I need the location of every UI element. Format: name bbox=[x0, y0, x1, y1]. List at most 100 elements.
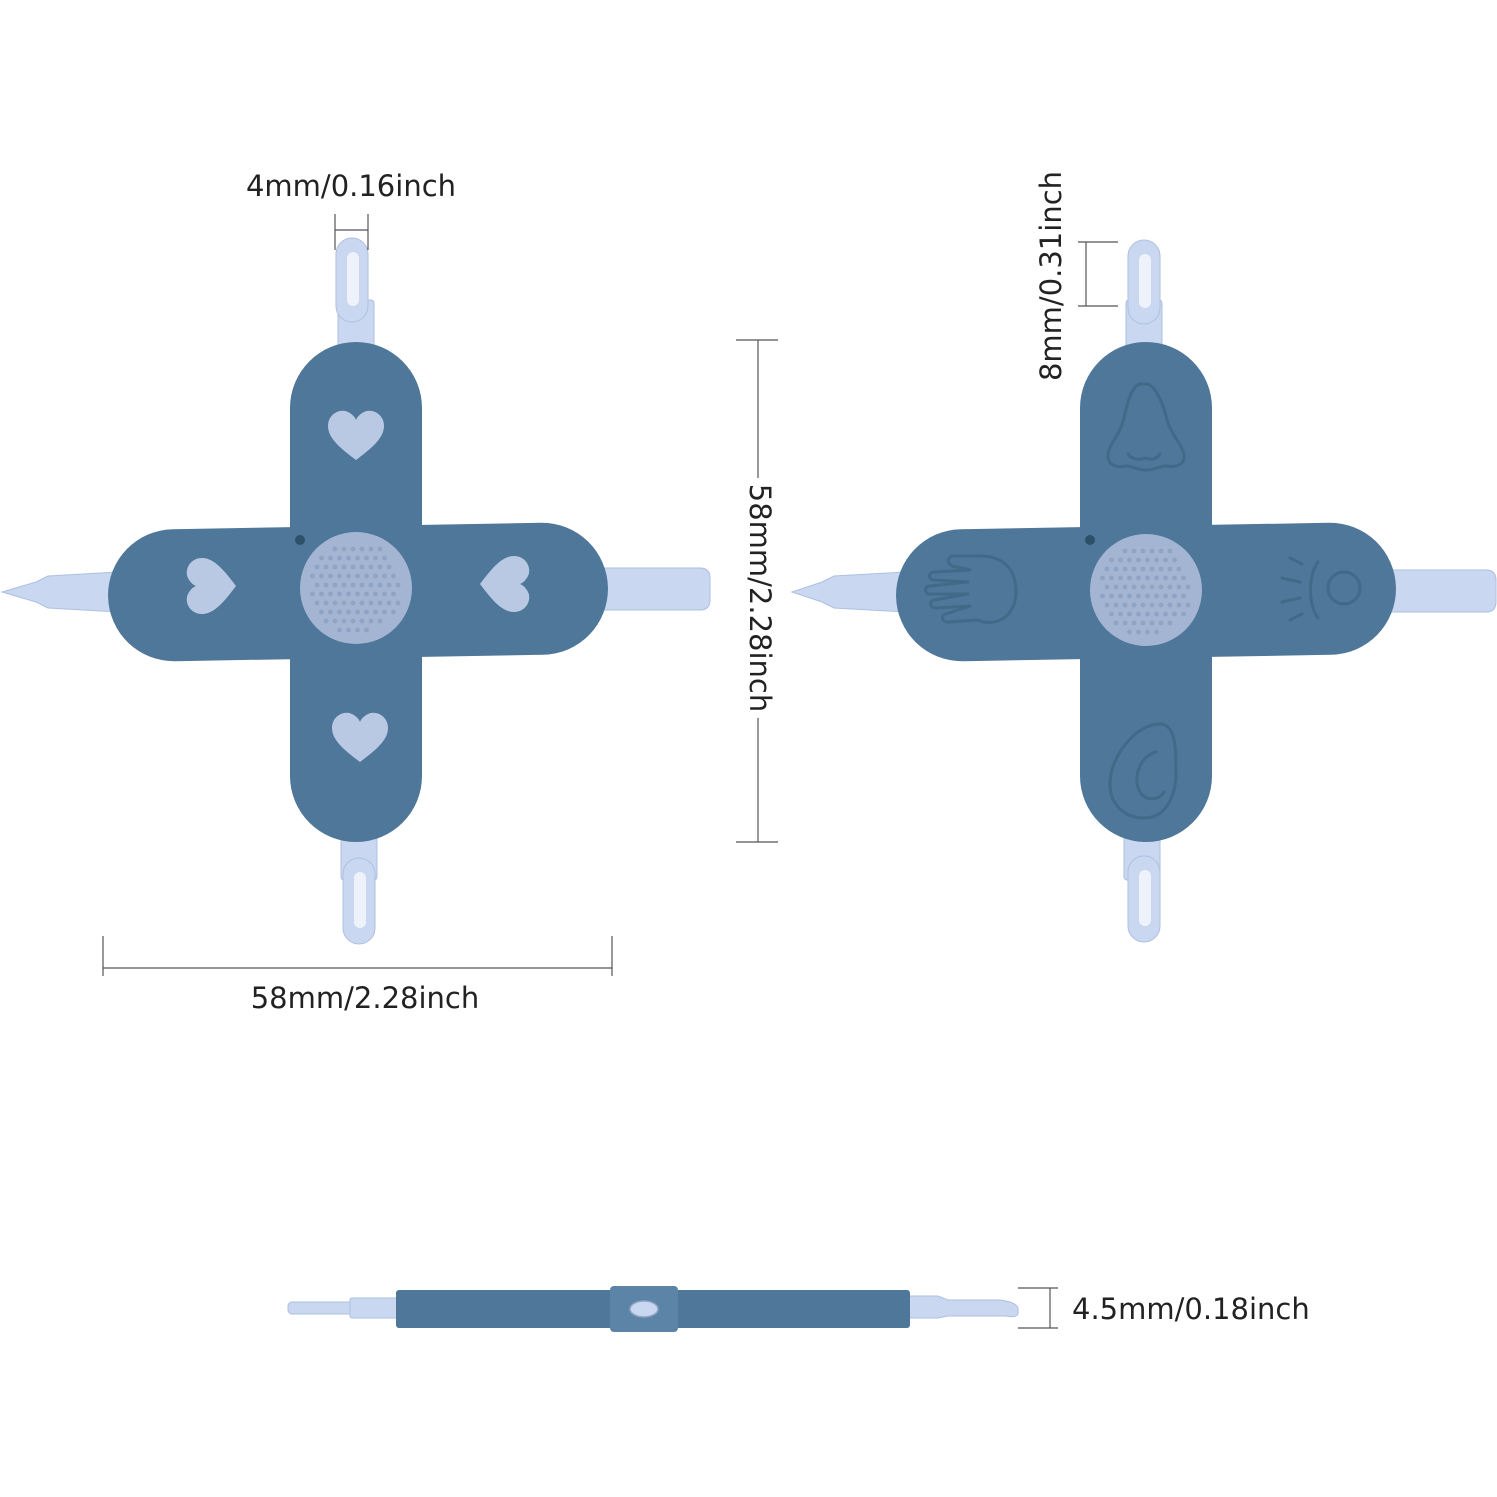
pad-bristle bbox=[323, 618, 329, 624]
pad-bristle bbox=[1145, 575, 1150, 581]
pad-bristle bbox=[373, 609, 378, 615]
indicator-dot bbox=[1085, 535, 1095, 545]
ear-icon bbox=[1108, 722, 1178, 820]
width-dimension: 58mm/2.28inch bbox=[102, 936, 613, 1015]
center-silicone-pad bbox=[1090, 534, 1202, 646]
pad-bristle bbox=[391, 591, 396, 597]
pad-bristle bbox=[377, 546, 383, 552]
pad-bristle bbox=[1172, 611, 1177, 617]
nose-icon bbox=[1106, 382, 1186, 472]
pad-bristle bbox=[1185, 602, 1191, 608]
pad-bristle bbox=[328, 609, 333, 615]
pad-bristle bbox=[373, 555, 378, 561]
pad-bristle bbox=[1127, 575, 1132, 581]
pad-bristle bbox=[1122, 602, 1128, 608]
pad-bristle bbox=[395, 600, 401, 606]
pad-bristle bbox=[368, 600, 374, 606]
pad-bristle bbox=[355, 591, 360, 597]
top-loop-tip bbox=[1125, 239, 1163, 351]
pad-bristle bbox=[1154, 575, 1159, 581]
left-pointed-tip bbox=[790, 571, 907, 613]
pad-bristle bbox=[341, 564, 347, 570]
pad-bristle bbox=[1113, 602, 1119, 608]
pad-bristle bbox=[332, 564, 338, 570]
pad-bristle bbox=[337, 609, 342, 615]
pad-bristle bbox=[1154, 629, 1159, 635]
pad-bristle bbox=[359, 600, 365, 606]
pad-bristle bbox=[1136, 629, 1141, 635]
pad-bristle bbox=[1145, 611, 1150, 617]
pad-bristle bbox=[1136, 593, 1141, 599]
pad-bristle bbox=[1176, 602, 1182, 608]
pad-bristle bbox=[368, 618, 374, 624]
pad-bristle bbox=[1140, 602, 1146, 608]
tip-width-label: 4mm/0.16inch bbox=[246, 169, 456, 203]
pad-bristle bbox=[1118, 611, 1123, 617]
pad-bristle bbox=[377, 564, 383, 570]
side-body bbox=[396, 1286, 910, 1332]
pad-bristle bbox=[1136, 611, 1141, 617]
pad-bristle bbox=[391, 573, 396, 579]
pad-bristle bbox=[368, 582, 374, 588]
pad-bristle bbox=[355, 609, 360, 615]
pad-bristle bbox=[314, 600, 320, 606]
pad-bristle bbox=[359, 618, 365, 624]
pad-bristle bbox=[1131, 548, 1137, 554]
pad-bristle bbox=[332, 600, 338, 606]
pad-bristle bbox=[1122, 548, 1128, 554]
pad-bristle bbox=[1167, 584, 1173, 590]
pad-bristle bbox=[1118, 593, 1123, 599]
pad-bristle bbox=[1149, 602, 1155, 608]
pad-bristle bbox=[1167, 620, 1173, 626]
pad-bristle bbox=[310, 591, 315, 597]
pad-bristle bbox=[1127, 629, 1132, 635]
pad-bristle bbox=[1109, 557, 1114, 563]
thickness-label: 4.5mm/0.18inch bbox=[1072, 1292, 1310, 1326]
pad-bristle bbox=[1122, 620, 1128, 626]
pad-bristle bbox=[1127, 611, 1132, 617]
pad-bristle bbox=[1140, 566, 1146, 572]
pad-bristle bbox=[1176, 584, 1182, 590]
pad-bristle bbox=[346, 591, 351, 597]
pad-bristle bbox=[1163, 593, 1168, 599]
pad-bristle bbox=[368, 564, 374, 570]
pad-bristle bbox=[319, 573, 324, 579]
pad-bristle bbox=[373, 591, 378, 597]
pad-bristle bbox=[319, 555, 324, 561]
pad-bristle bbox=[382, 609, 387, 615]
pad-bristle bbox=[323, 564, 329, 570]
pad-bristle bbox=[359, 564, 365, 570]
pad-bristle bbox=[319, 609, 324, 615]
pad-bristle bbox=[359, 546, 365, 552]
indicator-dot bbox=[295, 535, 305, 545]
pad-bristle bbox=[337, 573, 342, 579]
pad-bristle bbox=[386, 582, 392, 588]
pad-bristle bbox=[1181, 593, 1186, 599]
pad-bristle bbox=[359, 582, 365, 588]
pad-bristle bbox=[1113, 620, 1119, 626]
pad-bristle bbox=[1104, 602, 1110, 608]
pad-bristle bbox=[1113, 584, 1119, 590]
pad-bristle bbox=[350, 564, 356, 570]
heart-icon bbox=[332, 712, 388, 762]
pad-bristle bbox=[1176, 566, 1182, 572]
pad-bristle bbox=[364, 627, 369, 633]
pad-bristle bbox=[1104, 566, 1110, 572]
pad-bristle bbox=[1145, 593, 1150, 599]
pad-bristle bbox=[1113, 566, 1119, 572]
pad-bristle bbox=[355, 555, 360, 561]
pad-bristle bbox=[386, 564, 392, 570]
pad-bristle bbox=[341, 546, 347, 552]
pad-bristle bbox=[1136, 575, 1141, 581]
pad-bristle bbox=[350, 546, 356, 552]
pad-bristle bbox=[341, 582, 347, 588]
pad-bristle bbox=[1181, 611, 1186, 617]
pad-bristle bbox=[1158, 620, 1164, 626]
pad-bristle bbox=[382, 555, 387, 561]
back-view bbox=[790, 239, 1497, 943]
pad-bristle bbox=[350, 618, 356, 624]
pad-bristle bbox=[1127, 593, 1132, 599]
tip-length-label: 8mm/0.31inch bbox=[1034, 171, 1068, 381]
pad-bristle bbox=[1163, 557, 1168, 563]
pad-bristle bbox=[364, 609, 369, 615]
